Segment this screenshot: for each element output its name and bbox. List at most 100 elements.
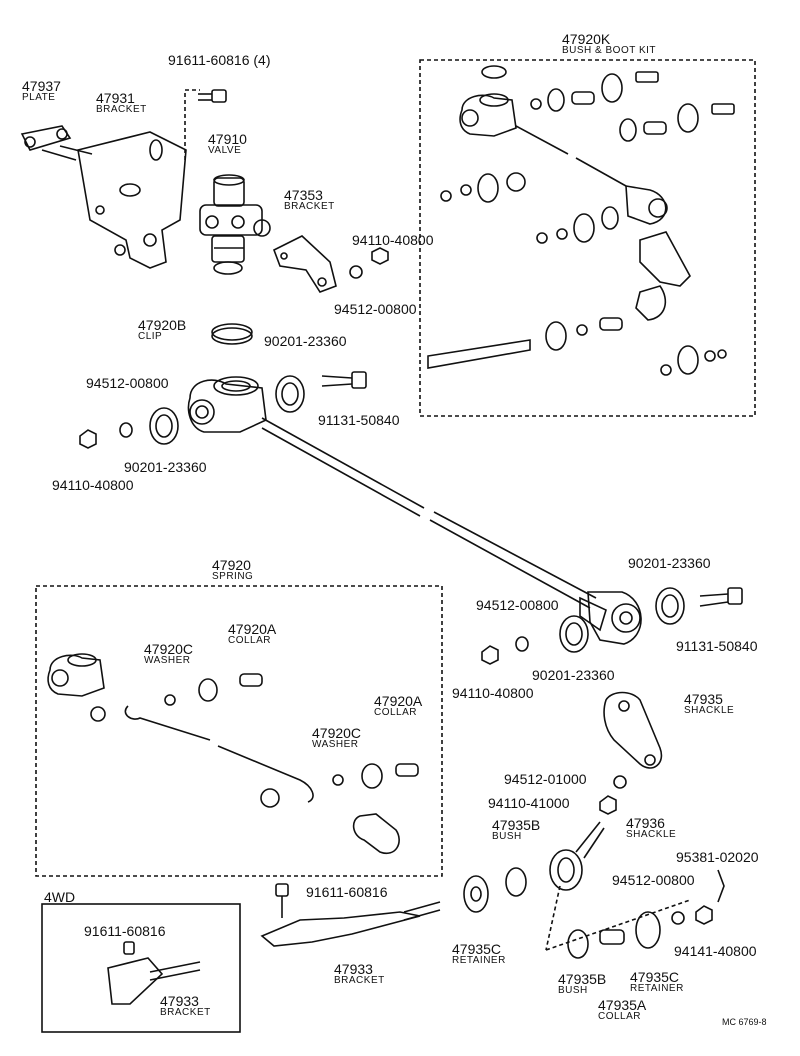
nut-94110-c (481, 645, 499, 665)
label-47920A-1-name: COLLAR (228, 635, 272, 646)
label-47936-no: 47936 (626, 815, 665, 831)
bush-boot-kit-box (419, 59, 756, 417)
retainer-47935C-b (635, 911, 661, 949)
nut-94110-d (599, 795, 617, 815)
label-47920C-1-name: WASHER (144, 655, 191, 666)
label-47935A-no: 47935A (598, 997, 647, 1013)
bracket-47933 (260, 883, 441, 947)
bracket-47933-4wd (107, 941, 201, 1005)
collar-47935A (599, 929, 625, 945)
washer-90201-a (275, 375, 305, 413)
label-47920A-2-no: 47920A (374, 693, 423, 709)
label-47931-name: BRACKET (96, 104, 147, 115)
label-47933-b-name: BRACKET (160, 1007, 211, 1018)
washer-90201-d (559, 615, 589, 653)
label-94512-e: 94512-00800 (612, 872, 695, 888)
label-47933-a-no: 47933 (334, 961, 373, 977)
inset-4wd-box (41, 903, 241, 1033)
shackle-47935 (603, 691, 663, 769)
label-47933-b-no: 47933 (160, 993, 199, 1009)
label-90201-d: 90201-23360 (532, 667, 615, 683)
rod (261, 417, 597, 609)
spring-kit-box (35, 585, 443, 877)
valve-47910 (199, 174, 271, 275)
washer-94512-d (613, 775, 627, 789)
label-47920A-2-name: COLLAR (374, 707, 418, 718)
label-91131-b: 91131-50840 (676, 638, 758, 654)
label-47353-name: BRACKET (284, 201, 335, 212)
label-91131-a: 91131-50840 (318, 412, 400, 428)
label-47920K-name: BUSH & BOOT KIT (562, 45, 656, 56)
shackle-47936 (549, 821, 605, 891)
inset-title-4wd: 4WD (44, 889, 76, 905)
label-94110-a: 94110-40800 (352, 232, 434, 248)
label-47936-name: SHACKLE (626, 829, 677, 840)
label-47935B-1-name: BUSH (492, 831, 522, 842)
washer-90201-b (149, 407, 179, 445)
label-90201-c: 90201-23360 (628, 555, 711, 571)
spring-kit-contents (47, 653, 419, 855)
label-47935C-2-name: RETAINER (630, 983, 684, 994)
label-94110-b: 94110-40800 (52, 477, 134, 493)
diagram-code: MC 6769-8 (722, 1017, 767, 1027)
label-47935-no: 47935 (684, 691, 723, 707)
label-47935A-name: COLLAR (598, 1011, 642, 1022)
bolt-91131-a (321, 371, 367, 389)
label-47935B-2-name: BUSH (558, 985, 588, 996)
label-90201-b: 90201-23360 (124, 459, 207, 475)
clip-47920B (211, 323, 253, 345)
bolt-91131-b (699, 587, 743, 607)
label-47935B-2-no: 47935B (558, 971, 607, 987)
label-47935B-1-no: 47935B (492, 817, 541, 833)
bush-47935B-a (505, 867, 527, 897)
label-94512-c: 94512-00800 (476, 597, 559, 613)
label-91611-c: 91611-60816 (84, 923, 166, 939)
label-47933-a-name: BRACKET (334, 975, 385, 986)
label-91611-4: 91611-60816 (4) (168, 52, 271, 68)
label-47935C-1-name: RETAINER (452, 955, 506, 966)
nut-94110-b (79, 429, 97, 449)
label-94512-b: 94512-00800 (86, 375, 169, 391)
label-95381: 95381-02020 (676, 849, 759, 865)
label-47937-no: 47937 (22, 78, 61, 94)
label-47910-name: VALVE (208, 145, 242, 156)
label-47920C-2-name: WASHER (312, 739, 359, 750)
kit-contents (427, 65, 735, 376)
washer-94512 (349, 265, 363, 279)
label-47910-no: 47910 (208, 131, 247, 147)
label-94512-a: 94512-00800 (334, 301, 417, 317)
label-47920K-no: 47920K (562, 31, 611, 47)
label-90201-a: 90201-23360 (264, 333, 347, 349)
label-91611-b: 91611-60816 (306, 884, 388, 900)
label-47931-no: 47931 (96, 90, 135, 106)
label-47935-name: SHACKLE (684, 705, 735, 716)
nut-94110 (371, 247, 389, 265)
label-47920B-no: 47920B (138, 317, 187, 333)
washer-90201-c (655, 587, 685, 625)
label-47920A-1-no: 47920A (228, 621, 277, 637)
washer-94512-b (119, 422, 133, 438)
label-94110-c: 94110-40800 (452, 685, 534, 701)
bracket-47353 (272, 235, 337, 293)
label-94141: 94141-40800 (674, 943, 757, 959)
label-47920C-1-no: 47920C (144, 641, 194, 657)
washer-94512-c (515, 636, 529, 652)
label-47920B-name: CLIP (138, 331, 163, 342)
joint-upper (187, 376, 267, 433)
label-47920-name: SPRING (212, 571, 254, 582)
bracket-47931 (77, 131, 187, 269)
label-47920-no: 47920 (212, 557, 251, 573)
label-47935C-2-no: 47935C (630, 969, 680, 985)
bolt-91611-60816 (198, 89, 227, 103)
label-94110-d: 94110-41000 (488, 795, 570, 811)
bush-47935B-b (567, 929, 589, 959)
plate-47937 (20, 125, 93, 161)
label-47937-name: PLATE (22, 92, 56, 103)
label-94512-d: 94512-01000 (504, 771, 587, 787)
joint-lower (579, 591, 642, 645)
retainer-47935C-a (463, 875, 489, 913)
label-47920C-2-no: 47920C (312, 725, 362, 741)
label-47935C-1-no: 47935C (452, 941, 502, 957)
label-47353-no: 47353 (284, 187, 323, 203)
